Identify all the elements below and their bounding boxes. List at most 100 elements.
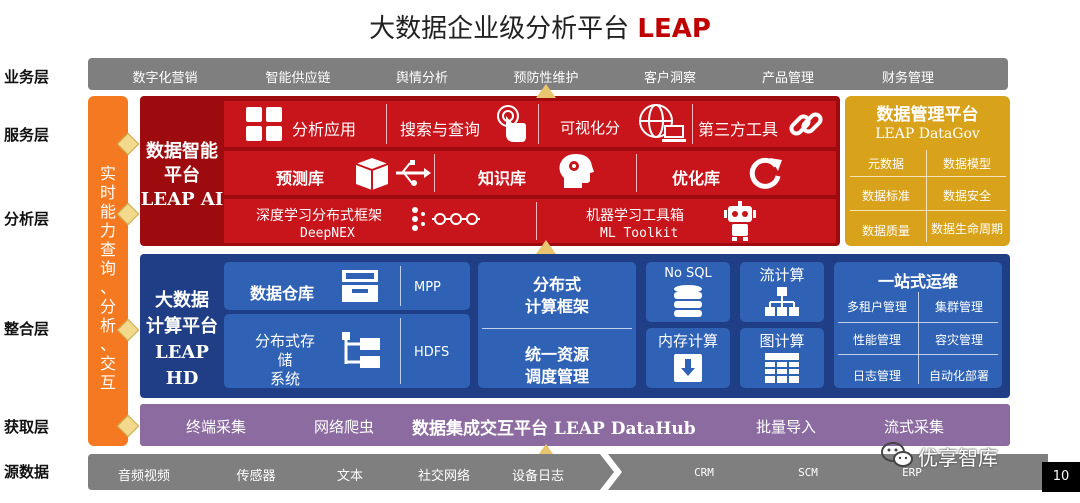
divider <box>386 104 387 144</box>
business-item: 智能供应链 <box>265 71 331 86</box>
predict-lib-label: 预测库 <box>276 169 325 188</box>
neural-dots-icon <box>410 205 482 233</box>
web-crawler-label: 网络爬虫 <box>314 418 375 436</box>
data-warehouse-label: 数据仓库 <box>250 284 315 303</box>
ai-row-apps <box>224 101 836 147</box>
download-box-icon <box>672 352 704 384</box>
ops-item: 容灾管理 <box>934 333 983 347</box>
graph-compute-label: 图计算 <box>759 332 805 350</box>
ops-item: 多租户管理 <box>846 300 907 314</box>
batch-import-label: 批量导入 <box>756 418 817 436</box>
datahub-band <box>140 404 1010 446</box>
divider <box>918 292 919 384</box>
search-query-label: 搜索与查询 <box>400 120 481 139</box>
layer-label-business: 业务层 <box>4 68 50 86</box>
source-item: ERP <box>902 466 922 479</box>
divider <box>536 202 537 240</box>
distributed-compute-label: 分布式 计算框架 <box>524 275 589 316</box>
page-title: 大数据企业级分析平台 LEAP <box>0 8 1080 45</box>
box-network-icon <box>352 154 432 192</box>
source-item: SCM <box>798 466 818 479</box>
source-item: 社交网络 <box>417 469 470 481</box>
divider <box>434 154 435 192</box>
divider <box>482 328 632 329</box>
divider <box>538 104 539 144</box>
mpp-label: MPP <box>414 280 441 295</box>
ops-item: 自动化部署 <box>928 369 989 383</box>
hd-platform-name: 大数据 计算平台 LEAP HD <box>146 290 218 389</box>
ops-item: 集群管理 <box>934 300 983 314</box>
ml-toolbox-label: 机器学习工具箱 <box>586 208 684 224</box>
divider <box>692 104 693 144</box>
page-number: 10 <box>1042 462 1080 492</box>
deepnex-label: DeepNEX <box>300 226 355 241</box>
source-item: 传感器 <box>236 469 276 484</box>
datagov-item: 元数据 <box>867 157 904 171</box>
refresh-icon <box>746 154 784 192</box>
robot-icon <box>720 200 760 242</box>
divider <box>850 210 1006 211</box>
layer-label-acquisition: 获取层 <box>4 418 50 436</box>
title-accent: LEAP <box>637 14 711 44</box>
globe-computer-icon <box>636 103 686 145</box>
stream-compute-label: 流计算 <box>759 266 805 284</box>
up-arrow-icon <box>536 240 556 254</box>
layer-label-analysis: 分析层 <box>4 210 50 228</box>
datagov-title: 数据管理平台 <box>876 105 979 125</box>
stream-collect-label: 流式采集 <box>884 418 945 436</box>
up-arrow-icon <box>536 84 556 98</box>
datagov-subtitle: LEAP DataGov <box>875 126 980 142</box>
datagov-panel <box>845 96 1010 246</box>
divider <box>400 266 401 306</box>
watermark-text: 优享智库 <box>918 446 998 470</box>
divider <box>838 354 998 355</box>
layer-label-service: 服务层 <box>4 126 50 144</box>
title-main: 大数据企业级分析平台 <box>369 14 630 44</box>
optimize-lib-label: 优化库 <box>672 169 721 188</box>
ai-platform-name: 数据智能 平台 LEAP AI <box>140 141 224 210</box>
realtime-bar <box>88 96 128 446</box>
analysis-app-label: 分析应用 <box>292 120 357 139</box>
database-icon <box>672 284 704 318</box>
business-item: 财务管理 <box>881 71 934 86</box>
resource-scheduling-label: 统一资源 调度管理 <box>524 345 589 386</box>
ops-title: 一站式运维 <box>877 272 958 291</box>
source-item: 音频视频 <box>117 469 170 484</box>
hdfs-label: HDFS <box>414 345 450 360</box>
business-item: 产品管理 <box>761 71 814 86</box>
knowledge-lib-label: 知识库 <box>478 169 527 188</box>
realtime-text: 实 时 能 力 查 询 、 分 析 、 交 互 <box>99 164 116 392</box>
source-item: 设备日志 <box>511 469 564 484</box>
datahub-name: 数据集成交互平台 LEAP DataHub <box>412 419 696 439</box>
touch-icon <box>494 104 528 144</box>
memory-compute-label: 内存计算 <box>657 332 718 350</box>
visual-analysis-label: 可视化分析 <box>560 119 621 137</box>
ai-row-libraries <box>224 151 836 195</box>
datagov-item: 数据生命周期 <box>930 222 1003 236</box>
link-icon <box>786 104 826 144</box>
compute-scheduling-cell <box>478 262 636 388</box>
divider <box>850 176 1006 177</box>
business-item: 客户洞察 <box>643 71 696 86</box>
business-item: 舆情分析 <box>395 71 448 86</box>
brain-head-icon <box>556 152 596 192</box>
wechat-icon <box>880 440 914 470</box>
datagov-item: 数据模型 <box>942 157 991 171</box>
business-item: 数字化营销 <box>132 71 198 86</box>
terminal-collect-label: 终端采集 <box>186 418 247 436</box>
datagov-item: 数据标准 <box>861 189 910 203</box>
datagov-item: 数据质量 <box>861 224 910 238</box>
ops-item: 性能管理 <box>852 333 901 347</box>
org-chart-icon <box>764 286 800 318</box>
business-item: 预防性维护 <box>513 71 579 86</box>
divider <box>400 318 401 384</box>
divider <box>636 154 637 192</box>
distributed-storage-label: 分布式存 储 系统 <box>254 332 315 388</box>
layer-label-integration: 整合层 <box>4 320 50 338</box>
deep-learning-label: 深度学习分布式框架 <box>256 208 382 224</box>
folder-tree-icon <box>340 330 384 370</box>
ml-toolkit-label: ML Toolkit <box>600 226 679 241</box>
nosql-label: No SQL <box>664 266 712 281</box>
datagov-item: 数据安全 <box>942 189 991 203</box>
source-band <box>88 454 1048 490</box>
